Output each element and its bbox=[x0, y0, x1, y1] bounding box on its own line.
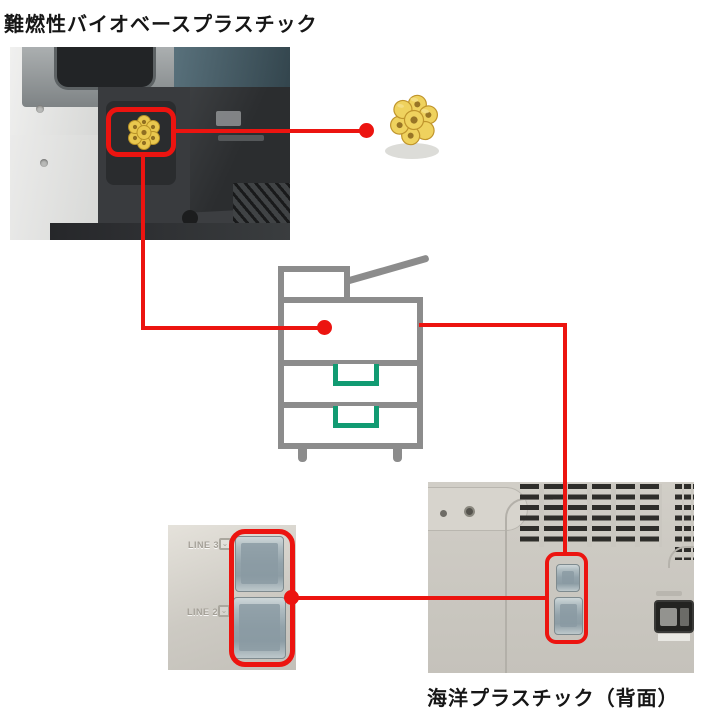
connector-dot bbox=[317, 320, 332, 335]
power-inlet bbox=[654, 600, 694, 633]
gear-part-icon bbox=[128, 115, 160, 150]
printer-foot bbox=[393, 449, 402, 462]
front-part-photo bbox=[10, 47, 290, 240]
line3-label: LINE 3 bbox=[188, 540, 220, 550]
connector-line-part-down bbox=[141, 155, 145, 330]
printer-foot bbox=[298, 449, 307, 462]
photo-bracket-window bbox=[54, 47, 156, 90]
photo-white-step bbox=[10, 135, 112, 240]
vent-grille-small bbox=[675, 484, 694, 560]
rear-ports-highlight-box bbox=[545, 552, 588, 644]
connector-line-printer-right bbox=[419, 323, 567, 327]
port-cover bbox=[556, 564, 580, 592]
screw-icon bbox=[440, 510, 447, 517]
pellet-part-icon bbox=[385, 94, 439, 159]
screw-icon bbox=[40, 159, 48, 167]
screw-icon bbox=[36, 105, 44, 113]
port-cover bbox=[233, 597, 286, 659]
bottom-caption: 海洋プラスチック（背面） bbox=[427, 688, 679, 710]
connector-line-part-to-pellet bbox=[172, 129, 368, 133]
printer-adf-lid bbox=[345, 254, 430, 285]
connector-line-down-to-rear bbox=[563, 323, 567, 554]
front-part-highlight-box bbox=[106, 107, 176, 157]
drawer-handle-icon bbox=[333, 406, 379, 428]
top-caption: 難燃性バイオベースプラスチック bbox=[4, 14, 318, 36]
port-cover bbox=[235, 536, 284, 592]
printer-divider bbox=[278, 402, 423, 408]
connector-dot bbox=[284, 590, 299, 605]
photo-base-strip bbox=[50, 223, 290, 240]
brand-logo-mark bbox=[216, 111, 241, 126]
line2-label: LINE 2 bbox=[187, 607, 219, 617]
screw-icon bbox=[464, 506, 475, 517]
power-socket bbox=[660, 608, 677, 626]
printer-divider bbox=[278, 360, 423, 366]
photo-knob bbox=[182, 210, 198, 226]
inlet-label bbox=[656, 591, 682, 596]
photo-top-strip bbox=[160, 47, 290, 87]
vent-grille bbox=[520, 484, 662, 547]
panel-corner-seam bbox=[668, 546, 694, 568]
photo-slot bbox=[218, 135, 264, 141]
drawer-handle-icon bbox=[333, 364, 379, 386]
port-cover bbox=[554, 597, 583, 635]
power-switch bbox=[680, 608, 689, 626]
connector-line-part-to-printer bbox=[141, 326, 327, 330]
connector-dot bbox=[359, 123, 374, 138]
connector-line-ports bbox=[291, 596, 547, 600]
rear-strip bbox=[658, 634, 690, 641]
